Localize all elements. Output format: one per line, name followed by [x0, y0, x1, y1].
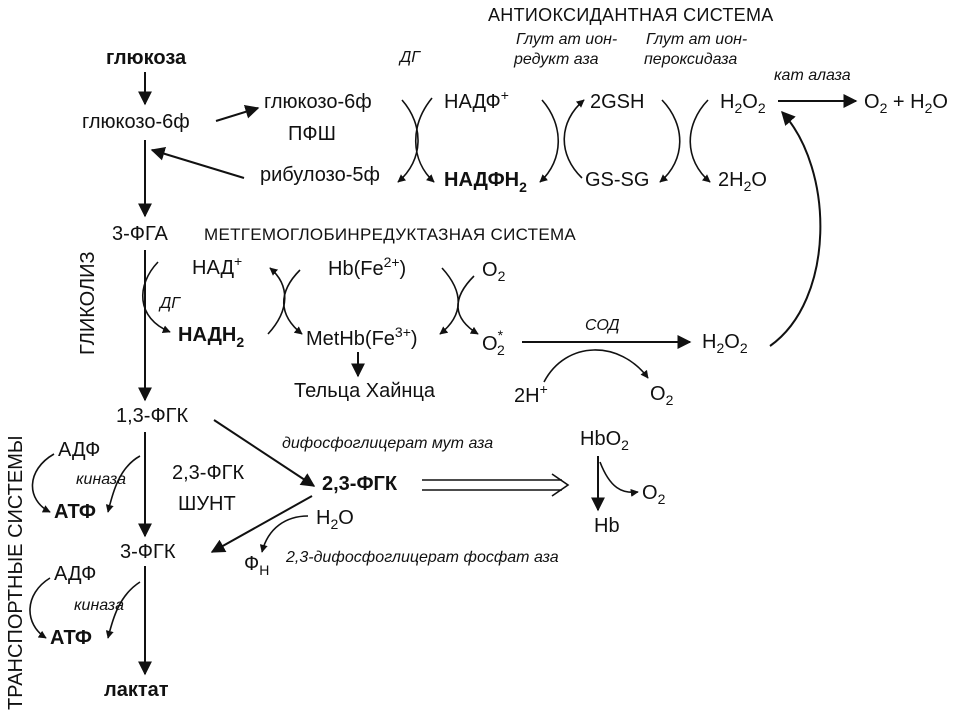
glutathione-peroxidase-label-2: пероксидаза: [644, 51, 737, 68]
o2-sod-label: O2: [650, 383, 674, 408]
sod-label: СОД: [585, 317, 620, 334]
o2-h2o-label: O2 + H2O: [864, 91, 948, 116]
hbo2-label: HbO2: [580, 428, 629, 453]
atp-2-label: АТФ: [50, 627, 92, 649]
two-h-plus-label: 2H+: [514, 381, 548, 407]
kinase-2-label: киназа: [74, 597, 124, 614]
h2o-label: H2O: [316, 507, 354, 532]
heinz-bodies-label: Тельца Хайнца: [294, 380, 436, 402]
dehydrogenase-mid-label: ДГ: [158, 295, 181, 312]
gsh-label: 2GSH: [590, 91, 644, 113]
transport-systems-vertical-label: ТРАНСПОРТНЫЕ СИСТЕМЫ: [5, 435, 27, 710]
lactate-label: лактат: [104, 679, 169, 701]
arrow-bpg23-hb-head: [551, 473, 570, 497]
inorganic-phosphate-label: ФН: [244, 553, 269, 578]
glucose-6p-label: глюкозо-6ф: [82, 111, 190, 133]
arrow-kinase-2-side: [105, 581, 141, 639]
atp-1-label: АТФ: [54, 501, 96, 523]
shunt-label-2: ШУНТ: [178, 493, 236, 515]
shunt-label-1: 2,3-ФГК: [172, 462, 244, 484]
arrow-dg-top-right: [415, 97, 435, 183]
phosphatase-label: 2,3-дифосфоглицерат фосфат аза: [285, 549, 559, 566]
arrow-mhr-right: [282, 269, 303, 335]
arrow-dg-top-left: [397, 99, 419, 183]
fga-label: 3-ФГА: [112, 223, 168, 245]
arrow-mhr-left: [267, 267, 286, 335]
glutathione-reductase-label-1: Глут ат ион-: [516, 31, 617, 48]
arrow-kinase-1-side: [105, 455, 141, 513]
antioxidant-system-title: АНТИОКСИДАНТНАЯ СИСТЕМА: [488, 5, 774, 25]
ppp-label: ПФШ: [288, 123, 336, 145]
arrow-ribulose-g6p: [150, 146, 245, 179]
catalase-label: кат алаза: [774, 67, 851, 84]
kinase-1-label: киназа: [76, 471, 126, 488]
gssg-label: GS-SG: [585, 169, 649, 191]
ribulose-5p-label: рибулозо-5ф: [260, 164, 380, 186]
o2-hb-label: O2: [642, 482, 666, 507]
nadp-label: НАДФ+: [444, 87, 509, 113]
methb-fe3-label: MetHb(Fe3+): [306, 324, 418, 350]
arrow-gr-right: [563, 99, 585, 179]
arrow-sod-cofactor: [543, 349, 649, 383]
h2o2-mid-label: H2O2: [702, 331, 748, 356]
glutathione-peroxidase-label-1: Глут ат ион-: [646, 31, 747, 48]
arrow-gr-left: [539, 99, 559, 183]
nadh-label: НАДН2: [178, 324, 244, 350]
glucose-label: глюкоза: [106, 47, 187, 69]
dehydrogenase-top-label: ДГ: [398, 49, 421, 66]
arrow-kinase-2: [29, 577, 51, 639]
mutase-label: дифосфоглицерат мут аза: [282, 435, 493, 452]
glucose-6p-ppp-label: глюкозо-6ф: [264, 91, 372, 113]
glycolysis-vertical-label: ГЛИКОЛИЗ: [77, 251, 99, 355]
methemoglobin-reductase-system-title: МЕТГЕМОГЛОБИНРЕДУКТАЗНАЯ СИСТЕМА: [204, 225, 576, 244]
superoxide-label: O*2: [482, 327, 505, 358]
hb-fe2-label: Hb(Fe2+): [328, 254, 406, 280]
adp-2-label: АДФ: [54, 563, 96, 585]
two-h2o-label: 2H2O: [718, 169, 767, 194]
arrow-hbo2-o2: [599, 461, 639, 497]
arrow-g6p-ppp: [215, 105, 260, 122]
hb-label: Hb: [594, 515, 620, 537]
arrow-phosphatase: [210, 495, 313, 553]
o2-mid-label: O2: [482, 259, 506, 284]
arrow-gp-right: [689, 99, 711, 183]
arrow-hb-ox-right: [457, 275, 479, 335]
arrow-gp-left: [659, 99, 681, 183]
arrow-hb-ox-left: [439, 267, 460, 335]
arrow-h2o2-recycle: [769, 110, 822, 347]
bpg23-label: 2,3-ФГК: [322, 473, 398, 495]
arrow-kinase-1: [31, 453, 55, 513]
arrow-h2o-pn: [259, 515, 309, 553]
arrow-dg-mid: [141, 261, 171, 333]
arrow-mutase: [213, 419, 316, 487]
adp-1-label: АДФ: [58, 439, 100, 461]
h2o2-top-label: H2O2: [720, 91, 766, 116]
glutathione-reductase-label-2: редукт аза: [513, 51, 599, 68]
nadph-label: НАДФН2: [444, 169, 527, 195]
nad-label: НАД+: [192, 253, 242, 279]
pga3-label: 3-ФГК: [120, 541, 176, 563]
bpg13-label: 1,3-ФГК: [116, 405, 188, 427]
